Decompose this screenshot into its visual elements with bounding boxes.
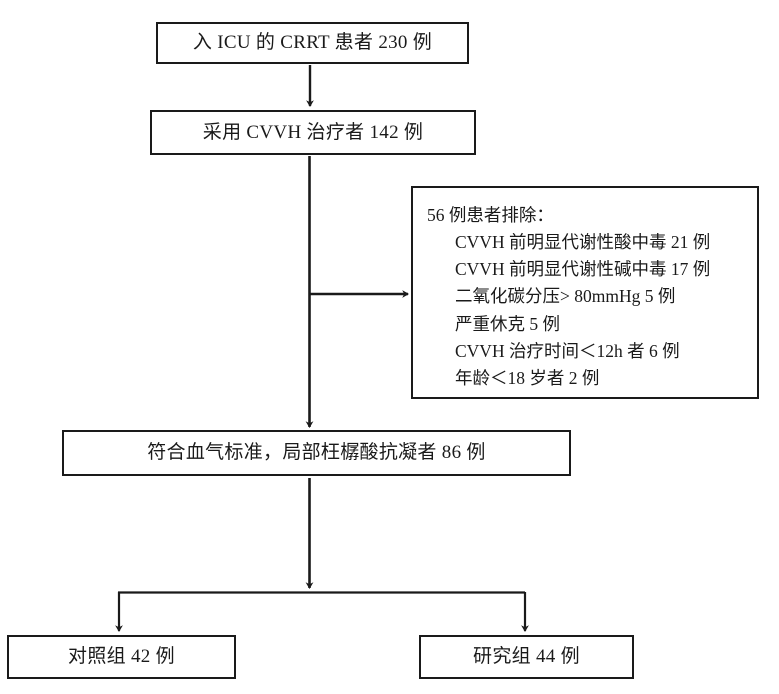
node-eligible-cohort: 符合血气标准，局部枉樼酸抗凝者 86 例 (62, 430, 571, 476)
exclusion-reason-item: 二氧化碳分压> 80mmHg 5 例 (455, 286, 676, 307)
node-cvvh-treatment-label: 采用 CVVH 治疗者 142 例 (202, 121, 424, 143)
exclusion-reason-item: 严重休克 5 例 (455, 313, 560, 334)
node-intake: 入 ICU 的 CRRT 患者 230 例 (156, 22, 469, 64)
node-intake-label: 入 ICU 的 CRRT 患者 230 例 (192, 32, 433, 54)
exclusion-reason-item: CVVH 治疗时间＜12h 者 6 例 (455, 340, 680, 361)
exclusion-reason-item: 年龄＜18 岁者 2 例 (455, 367, 600, 388)
node-cvvh-treatment: 采用 CVVH 治疗者 142 例 (150, 110, 476, 155)
exclusion-heading: 56 例患者排除： (427, 205, 554, 225)
node-control-group: 对照组 42 例 (7, 635, 236, 679)
node-study-group-label: 研究组 44 例 (473, 646, 580, 668)
node-eligible-cohort-label: 符合血气标准，局部枉樼酸抗凝者 86 例 (147, 442, 486, 464)
exclusion-reason-list: CVVH 前明显代谢性酸中毒 21 例 CVVH 前明显代谢性碱中毒 17 例 … (427, 229, 751, 392)
node-study-group: 研究组 44 例 (419, 635, 634, 679)
node-exclusion-panel: 56 例患者排除： CVVH 前明显代谢性酸中毒 21 例 CVVH 前明显代谢… (411, 186, 759, 399)
exclusion-reason-item: CVVH 前明显代谢性碱中毒 17 例 (455, 259, 711, 280)
node-control-group-label: 对照组 42 例 (68, 646, 175, 668)
exclusion-reason-item: CVVH 前明显代谢性酸中毒 21 例 (455, 232, 711, 253)
